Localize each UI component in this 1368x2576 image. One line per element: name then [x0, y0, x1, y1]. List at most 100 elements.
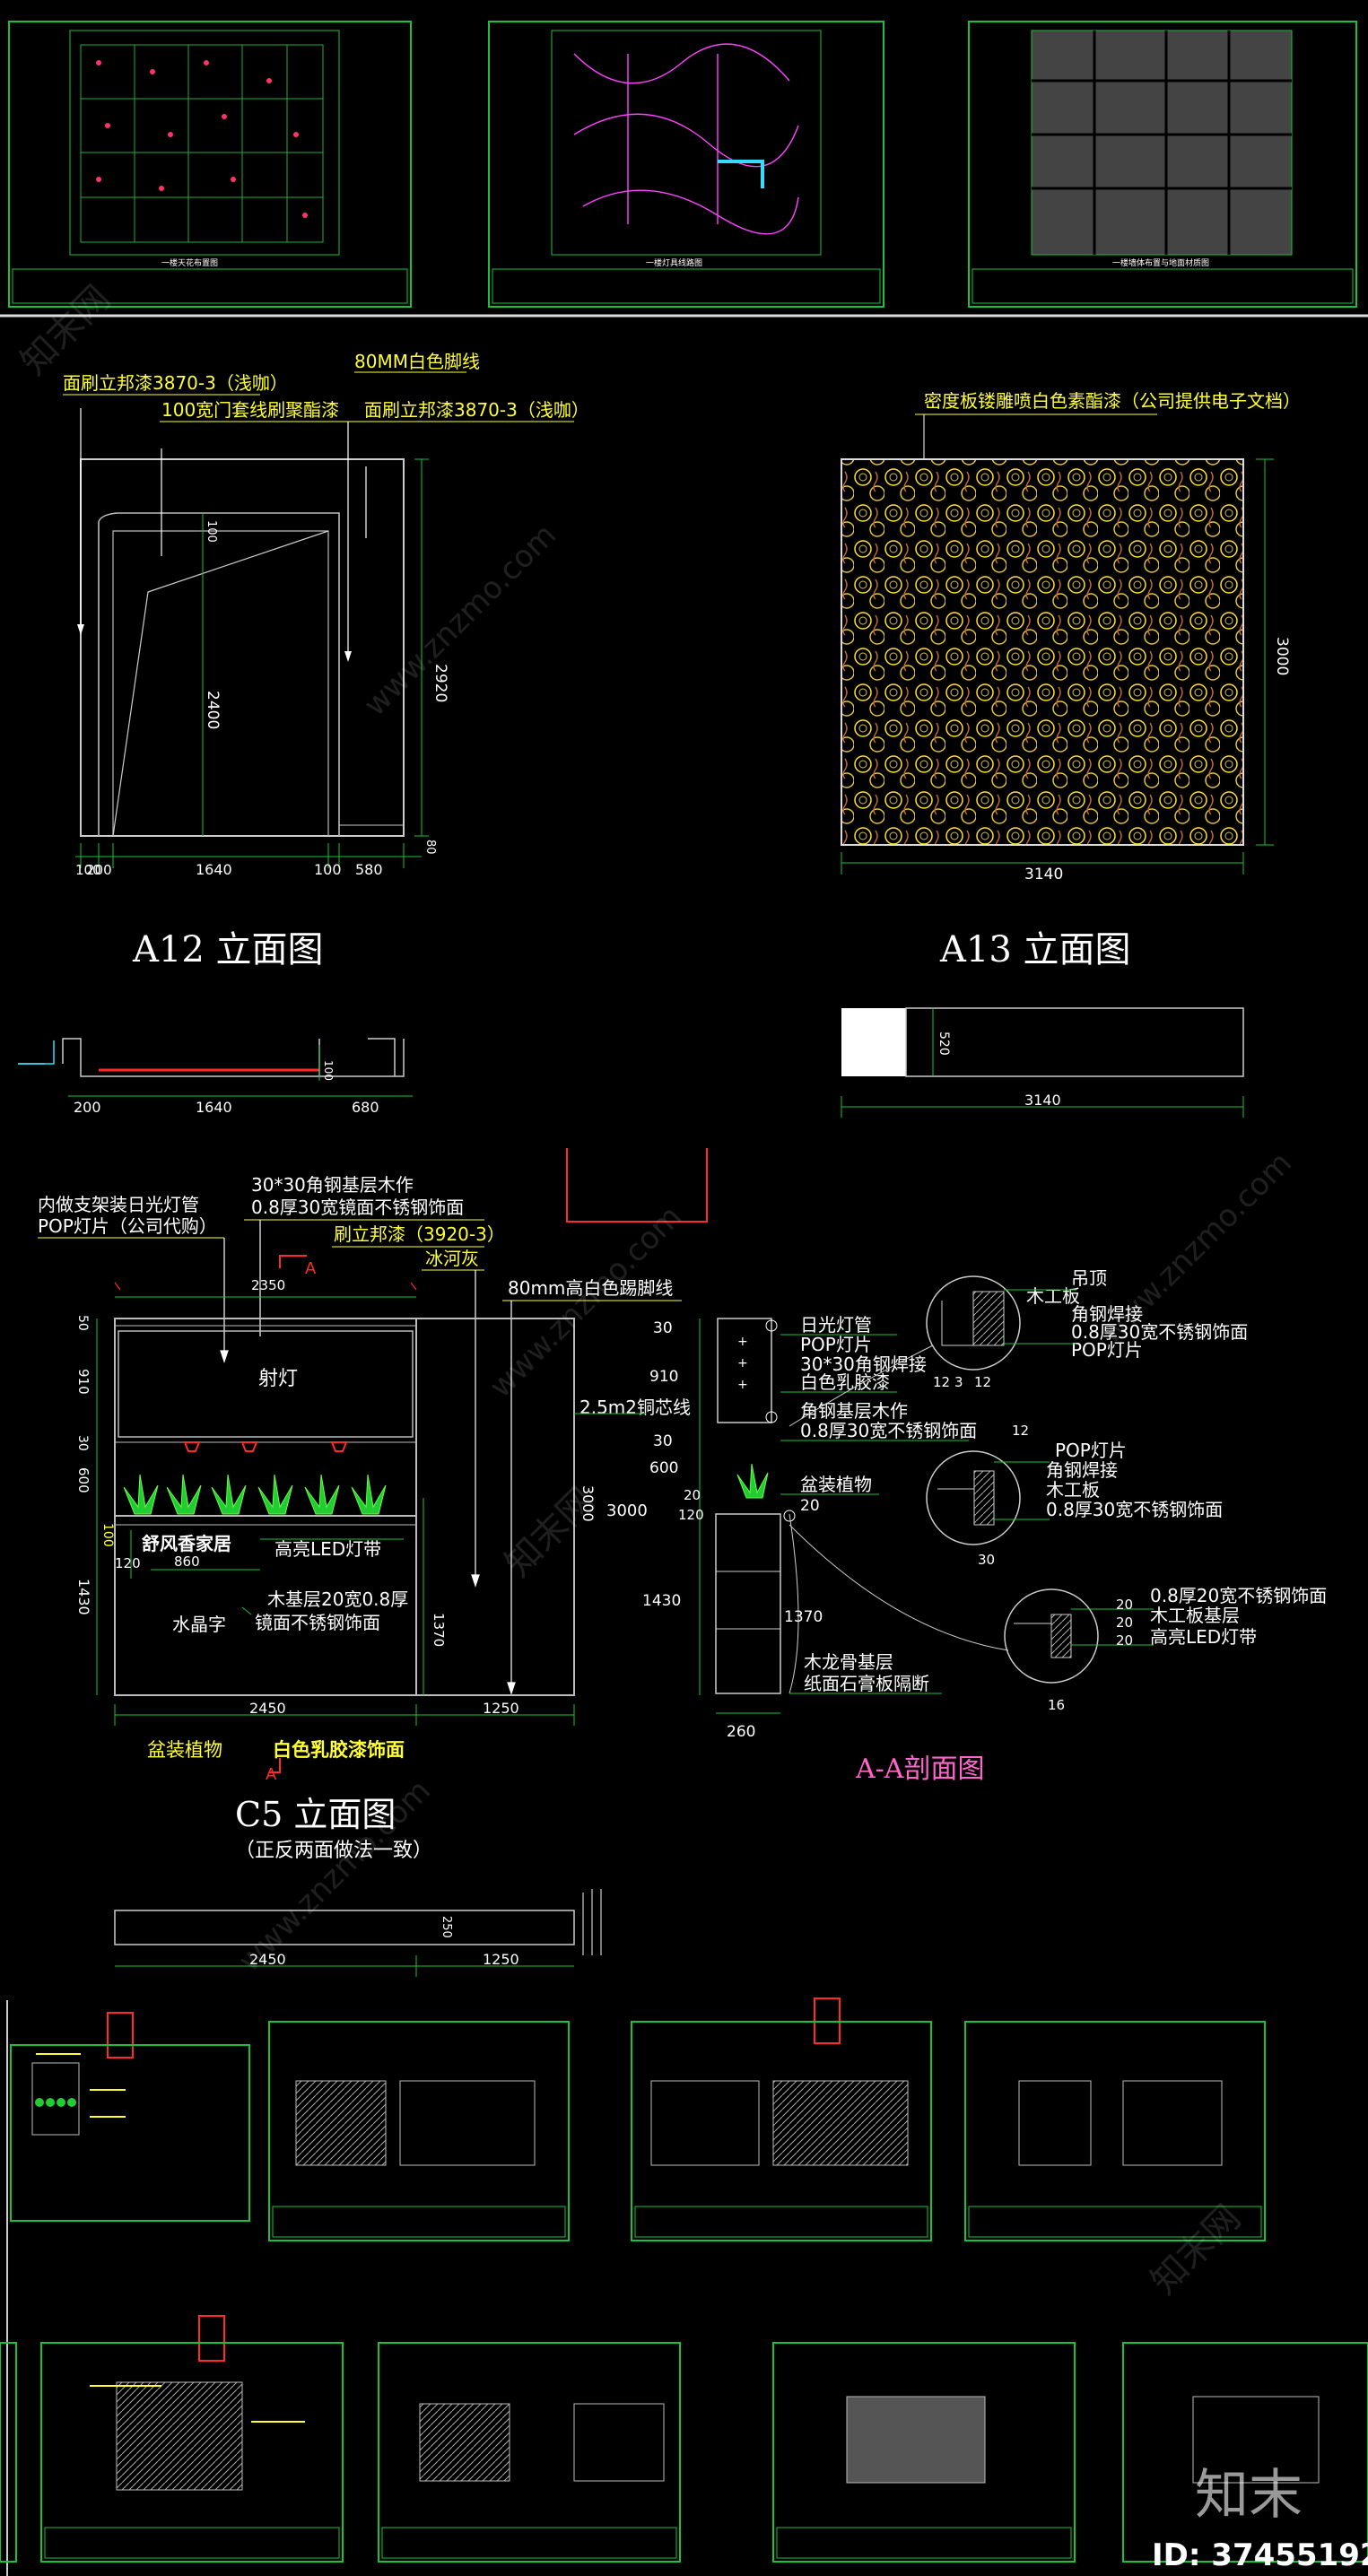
section-dim-1430: 1430 [642, 1592, 681, 1610]
a12-dim-100: 100 [75, 862, 101, 878]
a12-dim-200: 200 [86, 862, 112, 878]
svg-text:+: + [737, 1378, 748, 1392]
c5-dim-bottom-1250: 1250 [483, 1700, 519, 1717]
detail-2-label-2: 角钢焊接 [1046, 1459, 1118, 1481]
bottom-thumbnails [0, 1997, 1368, 2576]
section-dim-30b: 30 [653, 1432, 673, 1450]
detail-1-label-3: 角钢焊接 [1071, 1303, 1143, 1325]
c5-plan-dim-2450: 2450 [249, 1951, 286, 1968]
c5-label-led: 高亮LED灯带 [274, 1538, 381, 1560]
c5-plan: 2450 1250 250 [114, 1889, 602, 1977]
aa-section: +++ 30 910 30 600 20 120 1430 3000 1370 … [606, 1314, 984, 1785]
c5-note-1: 内做支架装日光灯管 [38, 1194, 199, 1215]
c5-subtitle: （正反两面做法一致） [235, 1840, 432, 1862]
detail-3-dim-4: 16 [1048, 1697, 1065, 1713]
c5-label-brand: 舒风香家居 [142, 1533, 231, 1554]
c5-dim-left-910: 910 [75, 1369, 91, 1395]
a13-elevation: 密度板镂雕喷白色素酯漆（公司提供电子文档） 3140 3000 A13 立面图 … [841, 390, 1301, 1118]
section-dim-120: 120 [678, 1507, 704, 1523]
detail-1-label-4: 0.8厚30宽不锈钢饰面 [1071, 1321, 1248, 1343]
a12-title: A12 立面图 [132, 929, 324, 970]
c5-dim-860: 860 [174, 1553, 200, 1570]
thumbnail-2: 一楼灯具线路图 [488, 21, 884, 308]
c5-dim-left-600: 600 [75, 1467, 91, 1493]
section-label-4: 白色乳胶漆 [800, 1371, 890, 1393]
a13-dim-height: 3000 [1273, 637, 1291, 675]
a12-elevation: 面刷立邦漆3870-3（浅咖） 100宽门套线刷聚酯漆 80MM白色脚线 面刷立… [18, 351, 589, 1116]
c5-plan-dim-1250: 1250 [483, 1951, 519, 1968]
c5-note-4: 0.8厚30宽镜面不锈钢饰面 [251, 1197, 464, 1218]
c5-label-wire: 2.5m2铜芯线 [579, 1397, 691, 1418]
detail-1-label-2: 木工板 [1026, 1285, 1080, 1307]
a12-note-4: 面刷立邦漆3870-3（浅咖） [364, 399, 589, 421]
section-title: A-A剖面图 [855, 1754, 984, 1785]
section-dim-600: 600 [649, 1459, 678, 1477]
detail-3-label-2: 木工板基层 [1150, 1605, 1240, 1626]
a12-plan-dim-200: 200 [74, 1099, 101, 1116]
a12-plan-dim-1640: 1640 [196, 1099, 232, 1116]
a12-dim-580: 580 [355, 861, 383, 878]
section-dim-20: 20 [684, 1487, 701, 1503]
c5-section-marker-bottom: A [266, 1765, 277, 1784]
c5-dim-120: 120 [115, 1555, 141, 1571]
section-dim-30a: 30 [653, 1319, 673, 1337]
c5-note-5: 刷立邦漆（3920-3） [334, 1223, 505, 1245]
c5-note-6: 冰河灰 [425, 1248, 479, 1269]
a13-plan-width: 3140 [1024, 1092, 1061, 1109]
c5-dim-left-50: 50 [75, 1315, 90, 1331]
detail-2-dim-2: 20 [800, 1497, 820, 1515]
section-label-3: 30*30角钢焊接 [800, 1353, 927, 1375]
detail-3-label-1: 0.8厚20宽不锈钢饰面 [1150, 1585, 1327, 1606]
a12-dim-1640: 1640 [196, 861, 232, 878]
thumbnail-2-title: 一楼灯具线路图 [646, 257, 702, 268]
c5-label-crystal: 水晶字 [172, 1614, 226, 1635]
section-label-2: POP灯片 [800, 1334, 872, 1355]
detail-1-dim-3: 12 [974, 1374, 991, 1390]
detail-2-dim-1: 12 [1012, 1423, 1029, 1439]
thumbnail-1-title: 一楼天花布置图 [161, 257, 218, 268]
detail-2-label-3: 木工板 [1046, 1479, 1100, 1501]
c5-plan-dim-250: 250 [440, 1916, 453, 1938]
detail-1-dim-1: 12 [933, 1374, 950, 1390]
detail-3-label-3: 高亮LED灯带 [1150, 1626, 1257, 1648]
section-dim-260: 260 [727, 1723, 755, 1741]
section-label-6: 0.8厚30宽不锈钢饰面 [800, 1420, 977, 1441]
c5-note-bottom-1: 盆装植物 [147, 1739, 222, 1761]
brand-logo: 知末 [1195, 2464, 1303, 2527]
a12-note-1: 面刷立邦漆3870-3（浅咖） [63, 372, 288, 394]
detail-2-label-1: POP灯片 [1055, 1440, 1127, 1461]
c5-note-2: POP灯片（公司代购） [38, 1215, 217, 1237]
a12-plan: 200 1640 100 680 [18, 1038, 413, 1116]
detail-1-label-1: 吊顶 [1071, 1267, 1107, 1289]
thumbnail-3-title: 一楼墙体布置与地面材质图 [1112, 257, 1209, 268]
image-id: ID: 374551925 [1152, 2537, 1368, 2573]
a13-plan-depth: 520 [937, 1031, 951, 1056]
c5-dim-left-1430: 1430 [75, 1579, 92, 1615]
a12-plan-dim-100: 100 [322, 1060, 335, 1081]
a13-title: A13 立面图 [939, 929, 1131, 970]
c5-note-3: 30*30角钢基层木作 [251, 1174, 414, 1196]
c5-label-wood: 木基层20宽0.8厚 [267, 1588, 408, 1610]
section-label-9: 纸面石膏板隔断 [804, 1673, 929, 1694]
a13-note: 密度板镂雕喷白色素酯漆（公司提供电子文档） [924, 390, 1301, 412]
detail-1: 吊顶 木工板 角钢焊接 0.8厚30宽不锈钢饰面 POP灯片 12 3 12 [789, 1267, 1248, 1427]
a12-dim-100b: 100 [314, 861, 342, 878]
a12-dim-top: 100 [205, 520, 218, 543]
c5-dim-bottom-2450: 2450 [249, 1700, 286, 1717]
c5-dim-left-30: 30 [75, 1435, 90, 1451]
section-dim-1370: 1370 [784, 1608, 823, 1626]
thumbnail-3: 一楼墙体布置与地面材质图 [968, 21, 1357, 308]
thumbnail-1: 一楼天花布置图 [8, 21, 412, 308]
section-label-8: 木龙骨基层 [804, 1651, 893, 1673]
a12-plan-dim-680: 680 [352, 1099, 379, 1116]
c5-label-steel: 镜面不锈钢饰面 [255, 1612, 380, 1633]
detail-1-dim-2: 3 [954, 1374, 963, 1390]
detail-3-dim-1: 20 [1116, 1597, 1133, 1613]
c5-title: C5 立面图 [235, 1795, 396, 1834]
detail-3-dim-3: 20 [1116, 1632, 1133, 1649]
svg-text:+: + [737, 1335, 748, 1349]
detail-2: POP灯片 角钢焊接 木工板 0.8厚30宽不锈钢饰面 12 20 30 [800, 1423, 1223, 1568]
c5-section-marker-top: A [305, 1259, 317, 1278]
section-label-1: 日光灯管 [800, 1314, 872, 1336]
